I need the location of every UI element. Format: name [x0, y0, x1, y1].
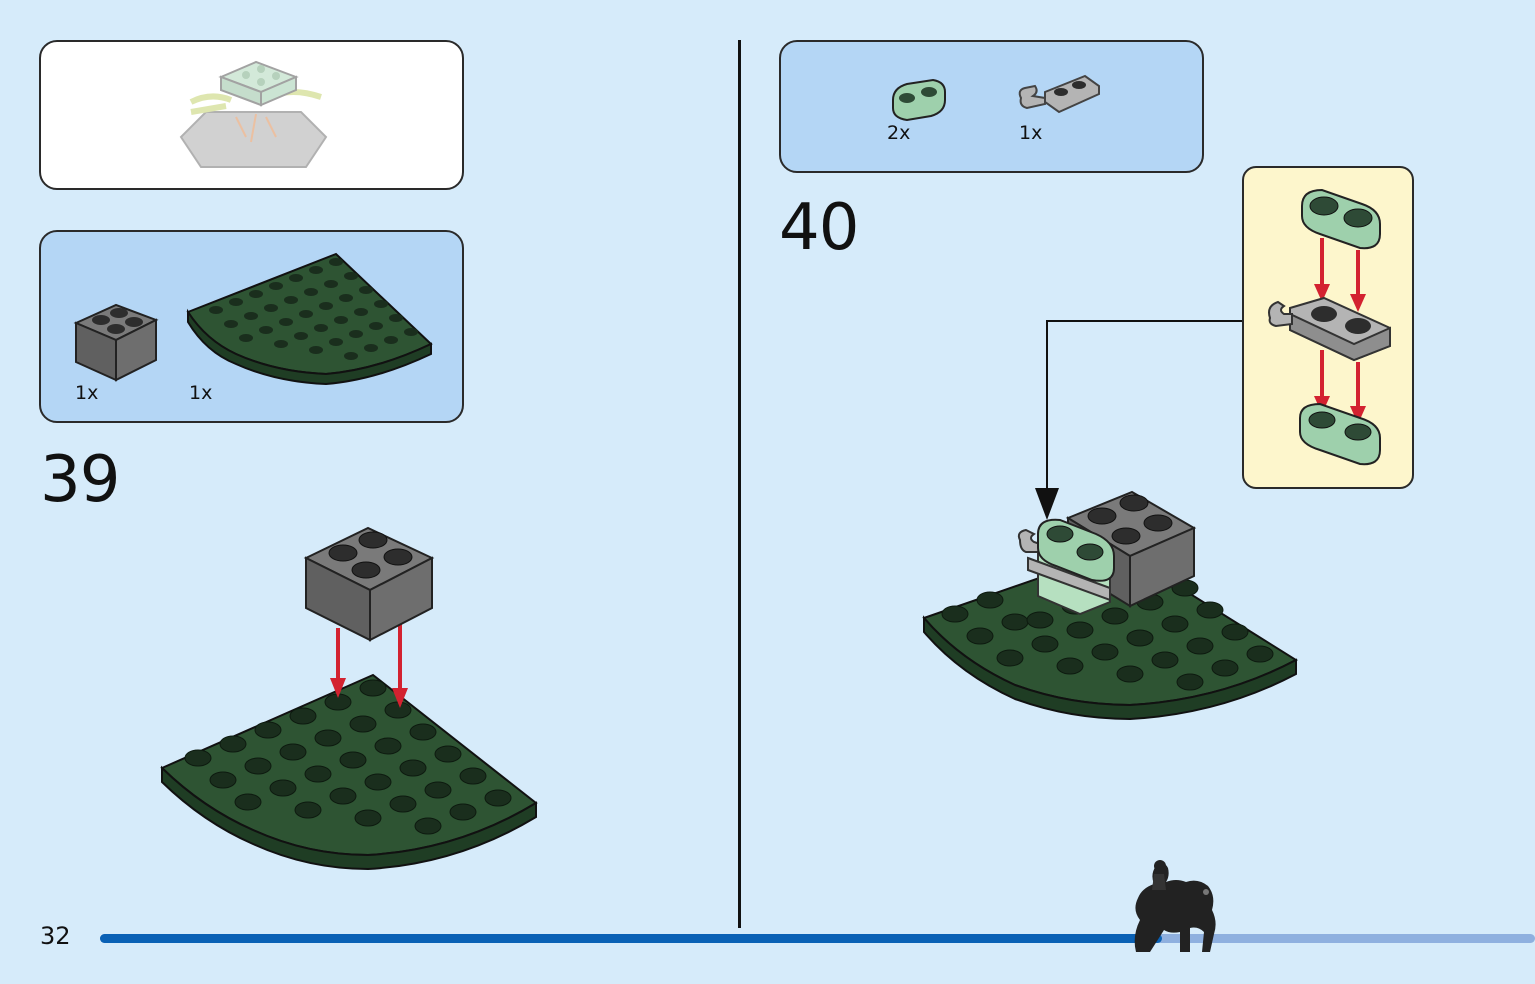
sub-assembly-callout [1242, 166, 1414, 489]
part-qty: 2x [887, 122, 911, 144]
page-divider [738, 40, 741, 928]
part-qty: 1x [75, 382, 99, 404]
sand-green-1x2-oval-plate-icon [892, 78, 946, 122]
page-number: 32 [40, 922, 71, 950]
step-39-build-diagram [160, 526, 538, 871]
progress-bar-fill [100, 934, 1162, 943]
step-number: 40 [779, 191, 859, 265]
step-40-build-diagram [922, 490, 1299, 721]
dark-green-curved-plate-icon [186, 252, 433, 386]
gorilla-with-rider-icon [1134, 860, 1216, 952]
parts-callout-step-39: 1x 1x [39, 230, 464, 423]
previous-build-preview [39, 40, 464, 190]
parts-callout-step-40: 2x 1x [779, 40, 1204, 173]
previous-build-image [179, 60, 328, 168]
step-number: 39 [40, 443, 120, 517]
progress-bar [100, 934, 1535, 943]
sub-assembly-diagram [1268, 188, 1391, 466]
dark-gray-2x2-brick-icon [73, 303, 159, 382]
part-qty: 1x [189, 382, 213, 404]
light-gray-clip-plate-icon [1018, 74, 1100, 114]
part-qty: 1x [1019, 122, 1043, 144]
